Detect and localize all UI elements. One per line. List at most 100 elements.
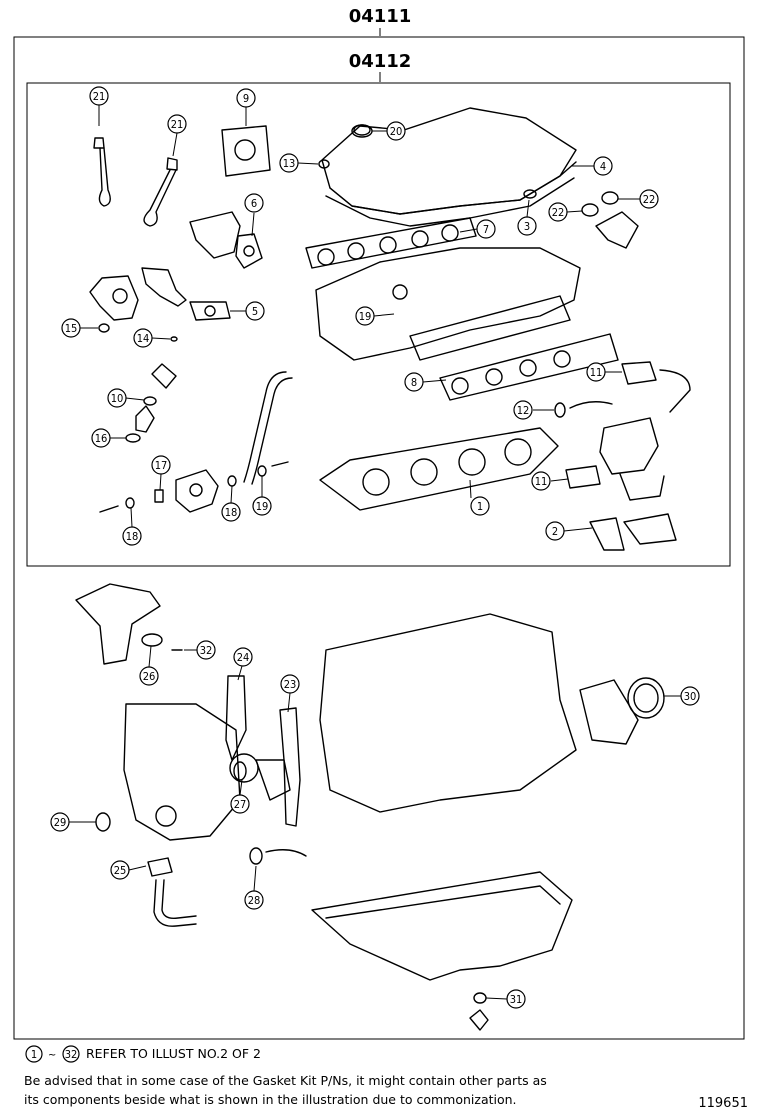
callout-7: 7 <box>476 219 496 239</box>
cylinder-head-cover-drawing <box>321 107 577 215</box>
oil-seal-29-drawing <box>95 812 111 832</box>
callout-number: 19 <box>256 500 269 513</box>
callout-number: 18 <box>126 530 139 543</box>
seal-27-drawing <box>233 761 247 781</box>
seal-17-drawing <box>154 489 164 503</box>
illustration-number: 119651 <box>698 1096 748 1111</box>
water-pump-drawing <box>229 753 291 801</box>
water-bypass-pipe-drawing <box>243 371 293 485</box>
callout-13: 13 <box>279 153 299 173</box>
seal-19a-drawing <box>257 465 267 477</box>
water-outlet-gasket-drawing <box>221 125 271 177</box>
callout-20: 20 <box>386 121 406 141</box>
oil-pan-drawing <box>311 871 573 981</box>
callout-number: 19 <box>359 310 372 323</box>
callout-16: 16 <box>91 428 111 448</box>
callout-22a: 22 <box>548 202 568 222</box>
callout-29: 29 <box>50 812 70 832</box>
callout-number: 32 <box>200 644 213 657</box>
oil-strainer-drawing <box>147 857 197 927</box>
callout-number: 22 <box>552 206 565 219</box>
gasket-11b-drawing <box>565 465 601 489</box>
callout-19b: 19 <box>355 306 375 326</box>
callout-number: 18 <box>225 506 238 519</box>
injector-drawing <box>135 363 177 433</box>
sensor-lower-drawing <box>175 469 219 513</box>
callout-number: 27 <box>234 798 247 811</box>
cylinder-head-drawing <box>315 247 581 361</box>
sensor-drawing <box>141 267 187 307</box>
egr-pipe-drawing <box>569 401 613 409</box>
exhaust-manifold-gasket-drawing <box>439 333 619 401</box>
callout-22b: 22 <box>639 189 659 209</box>
callout-number: 28 <box>248 894 261 907</box>
callout-number: 29 <box>54 816 67 829</box>
drain-plug-drawing <box>469 1009 489 1031</box>
callout-number: 11 <box>535 475 548 488</box>
egr-valve-drawing <box>599 417 665 501</box>
bolt-drawing <box>99 505 119 513</box>
callout-31: 31 <box>506 989 526 1009</box>
gasket-5-drawing <box>189 301 231 321</box>
callout-25: 25 <box>110 860 130 880</box>
callout-number: 12 <box>517 404 530 417</box>
cylinder-block-drawing <box>319 613 577 813</box>
callout-number: 16 <box>95 432 108 445</box>
gasket-2-drawing <box>589 513 677 551</box>
callout-26: 26 <box>139 666 159 686</box>
callout-2: 2 <box>545 521 565 541</box>
o-ring-16-drawing <box>125 433 141 443</box>
callout-11a: 11 <box>586 362 606 382</box>
callout-number: 17 <box>155 459 168 472</box>
valve-intake-drawing <box>143 157 178 227</box>
callout-number: 22 <box>643 193 656 206</box>
callout-5: 5 <box>245 301 265 321</box>
thermostat-housing-drawing <box>189 211 263 269</box>
advisory-line-1: Be advised that in some case of the Gask… <box>24 1073 547 1088</box>
callout-number: 20 <box>390 125 403 138</box>
callout-18a: 18 <box>122 526 142 546</box>
callout-21b: 21 <box>167 114 187 134</box>
inner-kit-frame <box>26 82 731 567</box>
callout-19a: 19 <box>252 496 272 516</box>
refer-tilde: ~ <box>48 1048 56 1061</box>
callout-number: 1 <box>477 500 483 513</box>
callout-21a: 21 <box>89 86 109 106</box>
seal-18b-drawing <box>227 475 237 487</box>
callout-17: 17 <box>151 455 171 475</box>
callout-number: 21 <box>171 118 184 131</box>
callout-number: 4 <box>600 160 606 173</box>
gasket-12-drawing <box>554 402 566 418</box>
seal-15-drawing <box>98 323 110 333</box>
callout-10: 10 <box>107 388 127 408</box>
callout-number: 31 <box>510 993 523 1006</box>
seal-3-drawing <box>523 189 537 199</box>
callout-number: 6 <box>251 197 257 210</box>
outer-kit-code: 04111 <box>349 6 412 27</box>
drain-plug-gasket-drawing <box>473 992 487 1004</box>
callout-1: 1 <box>470 496 490 516</box>
callout-number: 24 <box>237 651 250 664</box>
callout-23: 23 <box>280 674 300 694</box>
callout-3: 3 <box>517 216 537 236</box>
callout-9: 9 <box>236 88 256 108</box>
callout-30: 30 <box>680 686 700 706</box>
o-ring-10-drawing <box>143 396 157 406</box>
callout-number: 23 <box>284 678 297 691</box>
callout-18b: 18 <box>221 502 241 522</box>
callout-12: 12 <box>513 400 533 420</box>
valve-exhaust-drawing <box>93 137 111 207</box>
callout-28: 28 <box>244 890 264 910</box>
callout-24: 24 <box>233 647 253 667</box>
callout-number: 7 <box>483 223 489 236</box>
callout-leaders <box>69 105 681 1000</box>
callout-number: 25 <box>114 864 127 877</box>
callout-number: 21 <box>93 90 106 103</box>
callout-number: 2 <box>552 525 558 538</box>
callout-number: 11 <box>590 366 603 379</box>
gasket-24-drawing <box>225 675 247 761</box>
callout-number: 10 <box>111 392 124 405</box>
seal-19b-drawing <box>392 284 408 300</box>
refer-start-callout: 1 <box>25 1045 43 1063</box>
